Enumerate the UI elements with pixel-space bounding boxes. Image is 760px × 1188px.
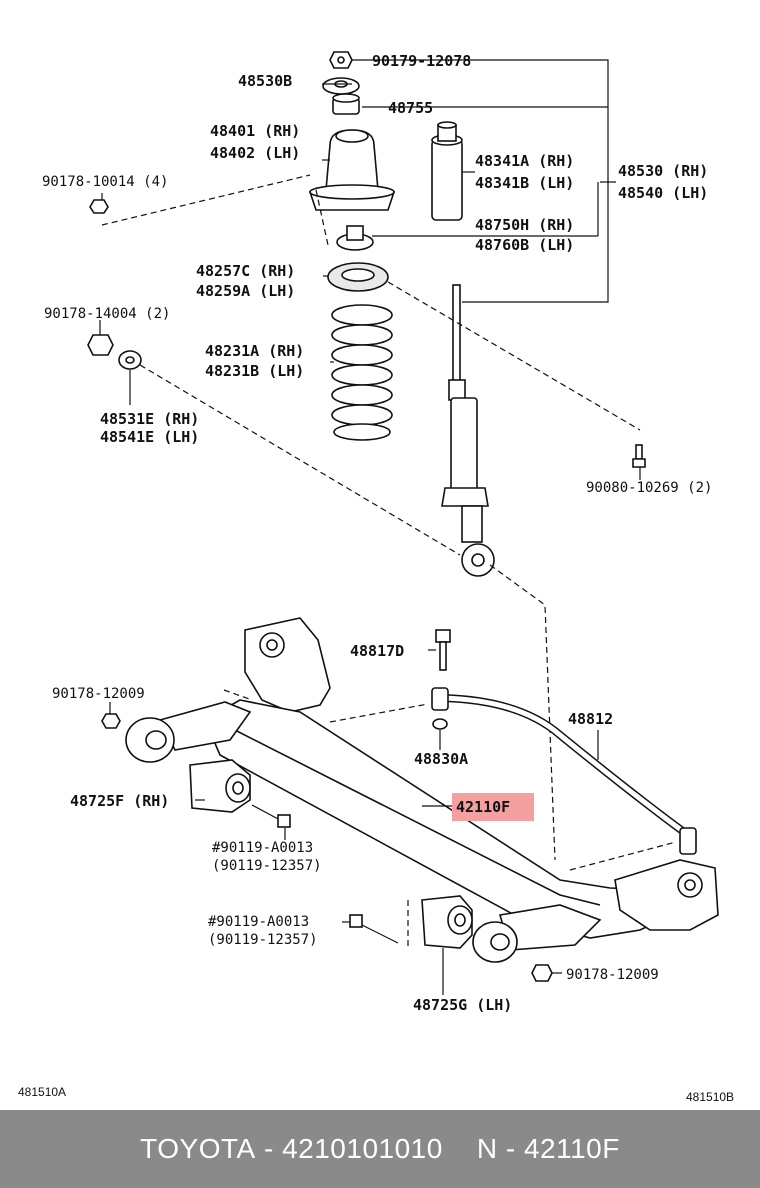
part-info-footer: TOYOTA - 4210101010 N - 42110F <box>0 1110 760 1188</box>
label-90178-12009-b: 90178-12009 <box>566 967 659 983</box>
bolt-icon <box>435 629 451 671</box>
label-90119-12357-b: (90119-12357) <box>208 932 318 948</box>
spring-insulator-icon <box>327 262 389 292</box>
bolt-icon <box>349 914 399 944</box>
part-number: 4210101010 <box>282 1133 443 1164</box>
label-48812: 48812 <box>568 710 613 728</box>
bushing-icon <box>472 921 518 963</box>
reference-code-right: 481510B <box>686 1090 734 1104</box>
label-48541e: 48541E (LH) <box>100 428 199 446</box>
label-48231a: 48231A (RH) <box>205 342 304 360</box>
stabilizer-bar-icon <box>431 687 697 855</box>
catalog-prefix: N <box>476 1133 498 1164</box>
label-48259a: 48259A (LH) <box>196 282 295 300</box>
shock-absorber-icon <box>441 284 495 577</box>
label-48760b: 48760B (LH) <box>475 236 574 254</box>
label-90119-a0013-a: #90119-A0013 <box>212 840 313 856</box>
label-48530b: 48530B <box>238 72 292 90</box>
label-48725g: 48725G (LH) <box>413 996 512 1014</box>
separator: - <box>505 1133 516 1164</box>
coil-spring-icon <box>331 304 393 441</box>
washer-icon <box>118 350 142 370</box>
label-48755: 48755 <box>388 99 433 117</box>
bushing-icon <box>332 93 360 115</box>
label-48817d: 48817D <box>350 642 404 660</box>
nut-icon <box>101 713 121 729</box>
parts-diagram: 90179-12078 48530B 48755 48401 (RH) 4840… <box>18 51 734 1104</box>
label-90178-10014: 90178-10014 (4) <box>42 174 168 190</box>
label-90119-12357-a: (90119-12357) <box>212 858 322 874</box>
bump-stopper-icon <box>431 121 463 221</box>
separator: - <box>263 1133 274 1164</box>
washer-icon <box>322 77 360 95</box>
label-48750h: 48750H (RH) <box>475 216 574 234</box>
bolt-icon <box>251 804 291 828</box>
assembly-bracket <box>352 59 616 303</box>
label-48231b: 48231B (LH) <box>205 362 304 380</box>
catalog-number: 42110F <box>523 1133 620 1164</box>
label-48341b: 48341B (LH) <box>475 174 574 192</box>
bushing-icon <box>432 718 448 730</box>
label-90178-14004: 90178-14004 (2) <box>44 306 170 322</box>
bushing-icon <box>125 717 175 763</box>
label-90119-a0013-b: #90119-A0013 <box>208 914 309 930</box>
label-90178-12009-a: 90178-12009 <box>52 686 145 702</box>
highlight-box <box>452 793 534 821</box>
label-90080-10269: 90080-10269 (2) <box>586 480 712 496</box>
nut-icon <box>87 334 114 356</box>
label-48830a: 48830A <box>414 750 468 768</box>
label-48530: 48530 (RH) <box>618 162 708 180</box>
reference-code-left: 481510A <box>18 1085 66 1099</box>
label-48531e: 48531E (RH) <box>100 410 199 428</box>
bushing-icon <box>189 759 251 813</box>
bushing-icon <box>421 895 473 949</box>
label-48725f: 48725F (RH) <box>70 792 169 810</box>
strut-mount-icon <box>308 129 396 211</box>
label-42110f: 42110F <box>456 798 510 816</box>
label-48540: 48540 (LH) <box>618 184 708 202</box>
label-90179-12078: 90179-12078 <box>372 52 471 70</box>
label-48341a: 48341A (RH) <box>475 152 574 170</box>
label-48401: 48401 (RH) <box>210 122 300 140</box>
bolt-icon <box>632 444 646 468</box>
nut-icon <box>329 51 353 69</box>
nut-icon <box>89 199 109 214</box>
nut-icon <box>531 964 553 982</box>
dust-seal-icon <box>336 225 374 251</box>
brand-name: TOYOTA <box>140 1133 256 1164</box>
label-48257c: 48257C (RH) <box>196 262 295 280</box>
label-48402: 48402 (LH) <box>210 144 300 162</box>
axle-beam-icon <box>158 617 719 951</box>
